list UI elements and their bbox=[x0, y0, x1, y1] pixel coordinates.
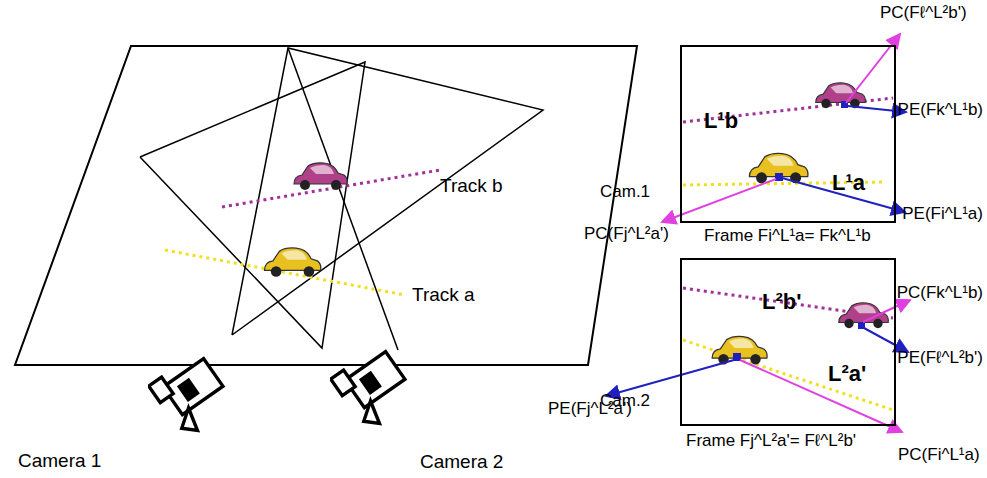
scene-label: Camera 1 bbox=[18, 451, 101, 472]
frame-label: Frame Fj^L²a'= Fℓ^L²b' bbox=[686, 432, 856, 451]
projection-label: PE(Fℓ^L²b') bbox=[897, 349, 983, 368]
line-label: L¹b bbox=[704, 109, 738, 133]
line-label: L²a' bbox=[828, 362, 866, 386]
scene-label: Camera 2 bbox=[420, 452, 503, 473]
projection-label: PE(Fk^L¹b) bbox=[898, 101, 983, 120]
camera-label: Cam.2 bbox=[600, 392, 650, 411]
camera-frame: Cam.1L¹bL¹aFrame Fi^L¹a= Fk^L¹b bbox=[680, 45, 896, 223]
camera-label: Cam.1 bbox=[600, 183, 650, 202]
camera-frame: Cam.2L²b'L²a'Frame Fj^L²a'= Fℓ^L²b' bbox=[680, 258, 896, 426]
line-label: L²b' bbox=[762, 290, 801, 314]
frame-label: Frame Fi^L¹a= Fk^L¹b bbox=[704, 227, 871, 246]
line-label: L¹a bbox=[832, 171, 865, 195]
projection-label: PC(Fi^L¹a) bbox=[898, 446, 980, 465]
scene-label: Track b bbox=[440, 176, 503, 197]
scene-label: Track a bbox=[412, 285, 475, 306]
projection-label: PE(Fi^L¹a) bbox=[902, 205, 983, 224]
projection-label: PC(Fk^L¹b) bbox=[897, 284, 983, 303]
projection-label: PC(Fℓ^L²b') bbox=[880, 4, 967, 23]
projection-label: PC(Fj^L²a') bbox=[584, 225, 669, 244]
